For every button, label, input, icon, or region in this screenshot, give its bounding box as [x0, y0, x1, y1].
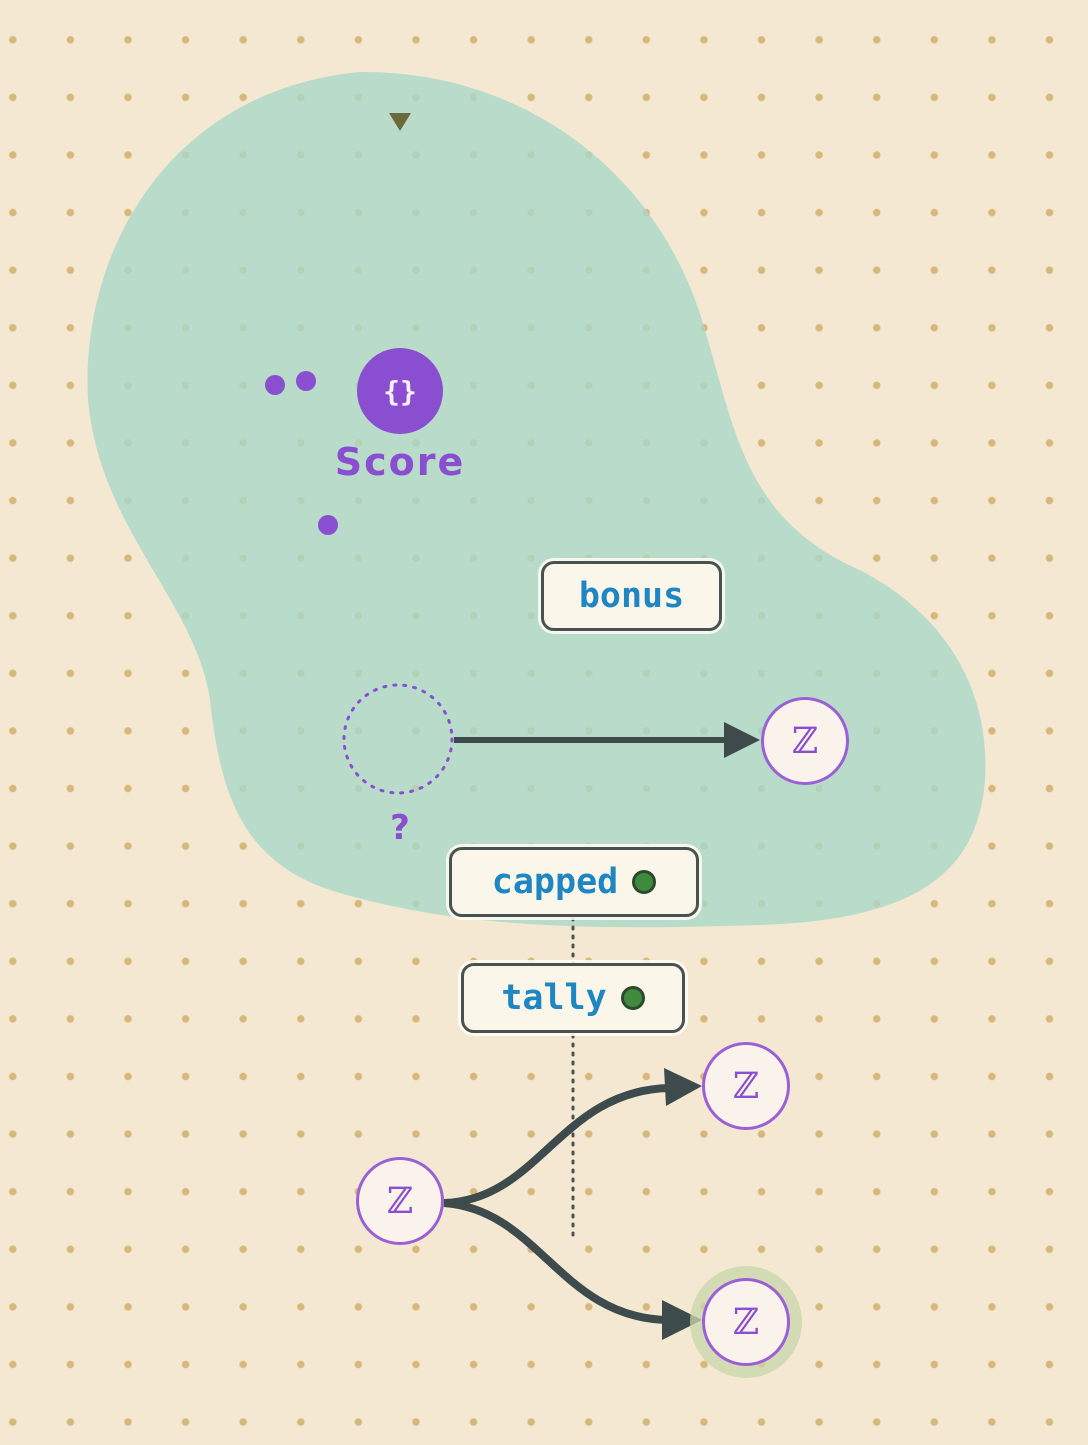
port-dot[interactable] [318, 515, 338, 535]
braces-icon: {} [383, 374, 417, 408]
integer-type-node-highlighted[interactable]: ℤ [702, 1278, 790, 1366]
port-dot[interactable] [265, 375, 285, 395]
integer-icon: ℤ [732, 1301, 760, 1343]
chip-tally[interactable]: tally [461, 963, 685, 1033]
integer-type-node[interactable]: ℤ [761, 697, 849, 785]
wire [443, 1084, 671, 1207]
chip-label: capped [491, 862, 619, 902]
drop-marker-icon [389, 113, 411, 131]
hole-label: ? [390, 808, 410, 848]
arrowhead-icon [662, 1300, 702, 1340]
status-dot-icon [632, 870, 657, 894]
score-node[interactable]: {} [357, 348, 443, 434]
score-label: Score [334, 440, 466, 484]
empty-slot[interactable] [342, 683, 454, 795]
arrowhead-icon [724, 722, 760, 758]
integer-icon: ℤ [386, 1180, 414, 1222]
chip-label: bonus [578, 576, 685, 616]
status-dot-icon [620, 986, 645, 1010]
wire [443, 1199, 669, 1324]
integer-type-node[interactable]: ℤ [356, 1157, 444, 1245]
port-dot[interactable] [296, 371, 316, 391]
integer-type-node[interactable]: ℤ [702, 1042, 790, 1130]
chip-bonus[interactable]: bonus [541, 561, 722, 631]
scope-region [87, 71, 986, 928]
integer-icon: ℤ [791, 720, 819, 762]
integer-icon: ℤ [732, 1065, 760, 1107]
arrowhead-icon [664, 1068, 702, 1106]
chip-label: tally [501, 978, 607, 1018]
chip-capped[interactable]: capped [449, 847, 699, 917]
